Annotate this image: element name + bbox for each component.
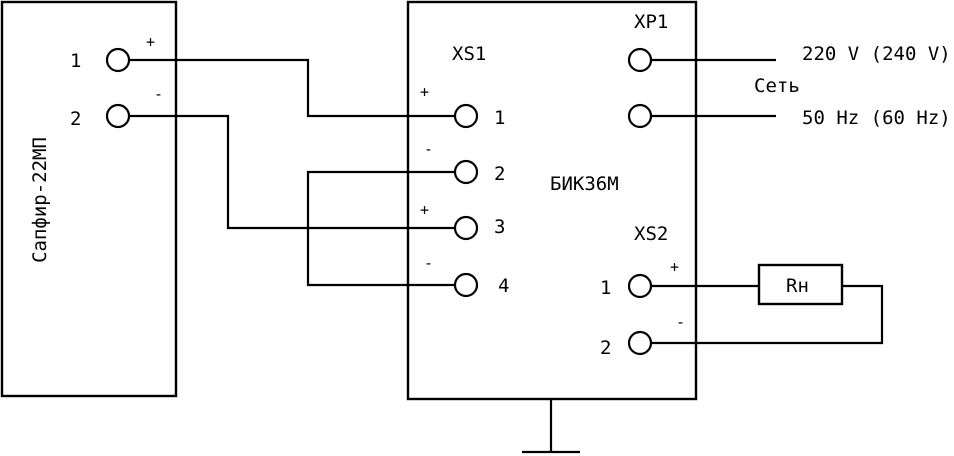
xs1-terminal-2 [453,159,479,185]
load-resistor-label: Rн [786,275,809,297]
xp1-terminal-1 [627,47,653,73]
xs2-pin-1-sign: + [670,258,679,276]
xs1-pin-4-label: 4 [498,275,509,297]
xs2-terminal-2 [627,330,653,356]
xs1-terminal-3 [453,215,479,241]
xs1-pin-1-sign: + [420,83,429,101]
xp1-label: XP1 [634,11,668,33]
sensor-pin-1-label: 1 [70,50,81,72]
xs2-terminal-1 [627,273,653,299]
xs1-pin-2-sign: - [424,140,433,158]
wire-sensor1-xs1-1 [129,58,455,118]
load-resistor [757,263,844,306]
mains-voltage-label: 220 V (240 V) [802,43,951,65]
wire-jumper-xs1-2-4 [306,170,455,287]
sensor-pin-2-label: 2 [70,108,81,130]
xs2-pin-1-label: 1 [600,277,611,299]
sensor-pin-1-sign: + [146,33,155,51]
xs1-terminal-1 [453,103,479,129]
xs1-label: XS1 [452,43,486,65]
xp1-terminal-2 [627,103,653,129]
sensor-pin-2-sign: - [154,85,163,103]
xs1-pin-3-label: 3 [494,216,505,238]
xs1-terminal-4 [453,272,479,298]
sensor-device-label: Сапфир-22МП [29,137,51,263]
xs1-pin-3-sign: + [420,201,429,219]
xs2-pin-2-sign: - [676,313,685,331]
xs2-pin-2-label: 2 [600,337,611,359]
mains-label: Сеть [754,75,800,97]
xs1-pin-4-sign: - [424,254,433,272]
xs2-label: XS2 [634,223,668,245]
sensor-device-box [0,0,178,398]
sensor-terminal-1 [105,47,131,73]
mains-frequency-label: 50 Hz (60 Hz) [802,107,951,129]
wire-load-xs2-2 [651,284,884,345]
wire-sensor2-xs1-3 [129,114,455,230]
xs1-pin-1-label: 1 [494,107,505,129]
unit-label: БИК36М [550,173,619,195]
xs1-pin-2-label: 2 [494,163,505,185]
sensor-terminal-2 [105,103,131,129]
